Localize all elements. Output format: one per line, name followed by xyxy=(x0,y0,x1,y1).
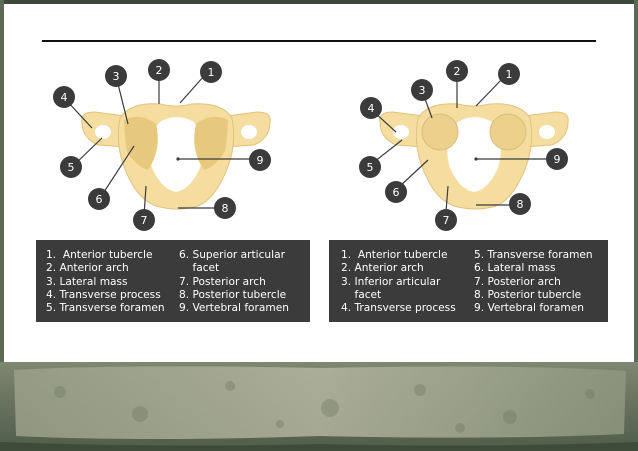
callout-8-superior: 8 xyxy=(214,197,236,219)
legend-item: 2. Anterior arch xyxy=(341,262,424,275)
legend-item: 7. Posterior arch xyxy=(179,275,266,288)
svg-text:9: 9 xyxy=(257,154,264,167)
legend-item: 7. Posterior arch xyxy=(474,275,561,288)
legend-item: 1. Anterior tubercle xyxy=(341,249,448,261)
callout-7-superior: 7 xyxy=(133,209,155,231)
figure-inferior-view: 1 2 3 4 5 6 7 8 9 xyxy=(359,60,569,231)
svg-text:4: 4 xyxy=(61,91,68,104)
svg-text:8: 8 xyxy=(222,202,229,215)
callout-6-inferior: 6 xyxy=(385,181,407,203)
svg-text:9: 9 xyxy=(554,153,561,166)
legend-item: 1. Anterior tubercle xyxy=(46,249,153,261)
atlas-figures: 1 2 3 4 5 6 7 8 9 1 2 xyxy=(53,59,569,231)
svg-text:6: 6 xyxy=(96,193,103,206)
transverse-foramen-right-inf xyxy=(539,125,555,139)
callout-9-superior: 9 xyxy=(249,149,271,171)
legend-item: 6. Superior articular xyxy=(179,249,285,261)
atlas-bone-superior xyxy=(81,103,271,210)
title-rule xyxy=(42,40,596,42)
svg-text:1: 1 xyxy=(208,66,215,79)
legend-item: 4. Transverse process xyxy=(46,288,161,301)
legend-item: 3. Inferior articular xyxy=(341,275,441,288)
legend-item: 5. Transverse foramen xyxy=(46,302,165,315)
svg-text:2: 2 xyxy=(454,65,461,78)
callout-7-inferior: 7 xyxy=(435,209,457,231)
svg-text:7: 7 xyxy=(141,214,148,227)
callout-8-inferior: 8 xyxy=(509,193,531,215)
callout-5-inferior: 5 xyxy=(359,156,381,178)
legend-superior-col-right: 6. Superior articular facet 7. Posterior… xyxy=(179,249,289,315)
callout-4-inferior: 4 xyxy=(360,97,382,119)
svg-text:5: 5 xyxy=(367,161,374,174)
legend-item: facet xyxy=(179,262,220,275)
svg-text:3: 3 xyxy=(113,70,120,83)
svg-text:5: 5 xyxy=(68,161,75,174)
inferior-facet-left xyxy=(421,113,459,151)
legend-superior-col-left: 1. Anterior tubercle 2. Anterior arch 3.… xyxy=(46,249,165,315)
textured-footer xyxy=(0,362,638,451)
legend-item: facet xyxy=(341,288,382,301)
legend-inferior-col-left: 1. Anterior tubercle 2. Anterior arch 3.… xyxy=(341,249,456,315)
legend-item: 3. Lateral mass xyxy=(46,275,128,288)
slide-right-border xyxy=(634,0,638,362)
legend-inferior-col-right: 5. Transverse foramen 6. Lateral mass 7.… xyxy=(474,249,593,315)
legend-item: 8. Posterior tubercle xyxy=(474,288,582,301)
svg-text:3: 3 xyxy=(419,84,426,97)
atlas-bone-inferior xyxy=(379,103,569,210)
svg-text:8: 8 xyxy=(517,198,524,211)
slide-top-border xyxy=(0,0,638,4)
legend-item: 9. Vertebral foramen xyxy=(179,302,289,315)
svg-text:7: 7 xyxy=(443,214,450,227)
legend-item: 6. Lateral mass xyxy=(474,262,556,275)
foramen-marker-superior xyxy=(176,157,180,161)
svg-text:6: 6 xyxy=(393,186,400,199)
callout-6-superior: 6 xyxy=(88,188,110,210)
svg-text:1: 1 xyxy=(506,68,513,81)
legend-item: 4. Transverse process xyxy=(341,302,456,315)
transverse-foramen-right xyxy=(241,125,257,139)
legend-superior-view: 1. Anterior tubercle 2. Anterior arch 3.… xyxy=(36,240,310,322)
inferior-facet-right xyxy=(489,113,527,151)
svg-text:2: 2 xyxy=(156,64,163,77)
figure-superior-view: 1 2 3 4 5 6 7 8 9 xyxy=(53,59,271,231)
callout-3-inferior: 3 xyxy=(411,79,433,101)
callout-1-inferior: 1 xyxy=(498,63,520,85)
superior-facet-left xyxy=(124,116,158,170)
foramen-marker-inferior xyxy=(474,157,478,161)
callout-4-superior: 4 xyxy=(53,86,75,108)
callout-9-inferior: 9 xyxy=(546,148,568,170)
transverse-foramen-left-inf xyxy=(393,125,409,139)
callout-2-superior: 2 xyxy=(148,59,170,81)
legend-inferior-view: 1. Anterior tubercle 2. Anterior arch 3.… xyxy=(329,240,608,322)
slide-left-border xyxy=(0,0,4,362)
callout-1-superior: 1 xyxy=(200,61,222,83)
legend-item: 5. Transverse foramen xyxy=(474,249,593,261)
superior-facet-right xyxy=(194,116,228,170)
transverse-foramen-left xyxy=(95,125,111,139)
legend-item: 8. Posterior tubercle xyxy=(179,288,287,301)
callout-2-inferior: 2 xyxy=(446,60,468,82)
legend-item: 9. Vertebral foramen xyxy=(474,302,584,315)
svg-text:4: 4 xyxy=(368,102,375,115)
callout-3-superior: 3 xyxy=(105,65,127,87)
legend-item: 2. Anterior arch xyxy=(46,262,129,275)
callout-5-superior: 5 xyxy=(60,156,82,178)
